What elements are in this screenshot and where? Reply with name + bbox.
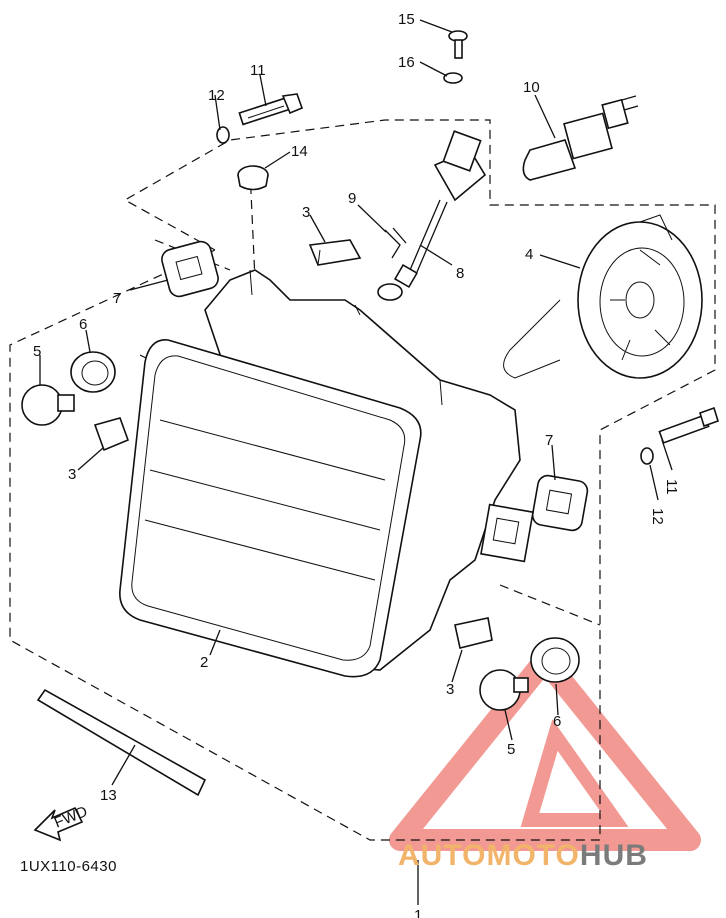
callout-7-upper: 7: [113, 290, 121, 307]
callout-2: 2: [200, 654, 208, 671]
part-7-grommet-upper: [161, 240, 219, 298]
part-15-screw: [448, 30, 468, 59]
callout-3-lower: 3: [446, 681, 454, 698]
callout-11-right: 11: [663, 479, 680, 495]
diagram-code: 1UX110-6430: [20, 858, 117, 875]
callout-5-right: 5: [507, 741, 515, 758]
part-5-adjuster-right: [479, 669, 529, 711]
callout-12-upper: 12: [208, 87, 225, 104]
callout-11-upper: 11: [250, 62, 266, 79]
part-6-ring-right: [530, 637, 580, 683]
callout-10: 10: [523, 79, 540, 96]
watermark-logo: [389, 649, 701, 851]
part-3-clip-left: [93, 417, 130, 452]
part-2-headlight-unit: [119, 269, 534, 678]
part-3-clip-top: [308, 239, 362, 266]
watermark-text-moto: MOTO: [486, 839, 580, 872]
watermark-text-hub: HUB: [579, 839, 648, 872]
part-14-grommet: [237, 165, 269, 191]
part-4-rubber-cover: [503, 214, 703, 379]
callout-labels: 15 16 11 12 14 10 9 3 8 4 7 6 5 3 7 11 1…: [33, 11, 680, 918]
part-16-washer: [443, 72, 463, 84]
part-11-bolt-upper: [238, 93, 304, 126]
part-12-washer-upper: [216, 126, 230, 144]
part-8-socket-lead: [377, 130, 487, 301]
callout-3-top: 3: [302, 204, 310, 221]
part-5-adjuster-left: [21, 384, 75, 426]
leader-lines: [39, 19, 673, 905]
part-9-clip: [384, 227, 407, 259]
callout-12-right: 12: [649, 508, 666, 525]
callout-6-left: 6: [79, 316, 87, 333]
watermark-text-auto: AUTO: [398, 839, 487, 872]
part-13-rod: [36, 688, 207, 797]
callout-14: 14: [291, 143, 308, 160]
callout-7-lower: 7: [545, 432, 553, 449]
callout-8: 8: [456, 265, 464, 282]
callout-15: 15: [398, 11, 415, 28]
part-11-bolt-right: [658, 406, 719, 444]
callout-5-left: 5: [33, 343, 41, 360]
callout-1: 1: [414, 907, 422, 918]
callout-16: 16: [398, 54, 415, 71]
fwd-arrow: FWD: [33, 803, 90, 842]
callout-3-left: 3: [68, 466, 76, 483]
part-3-clip-lower: [454, 617, 493, 649]
callout-4: 4: [525, 246, 533, 263]
callout-6-right: 6: [553, 713, 561, 730]
part-7-grommet-lower: [531, 474, 589, 532]
callout-13: 13: [100, 787, 117, 804]
callout-9: 9: [348, 190, 356, 207]
part-12-washer-right: [640, 447, 654, 465]
part-10-bulb: [522, 95, 639, 181]
part-6-ring-left: [70, 351, 116, 393]
watermark-text: AUTOMOTOHUB: [398, 838, 648, 874]
